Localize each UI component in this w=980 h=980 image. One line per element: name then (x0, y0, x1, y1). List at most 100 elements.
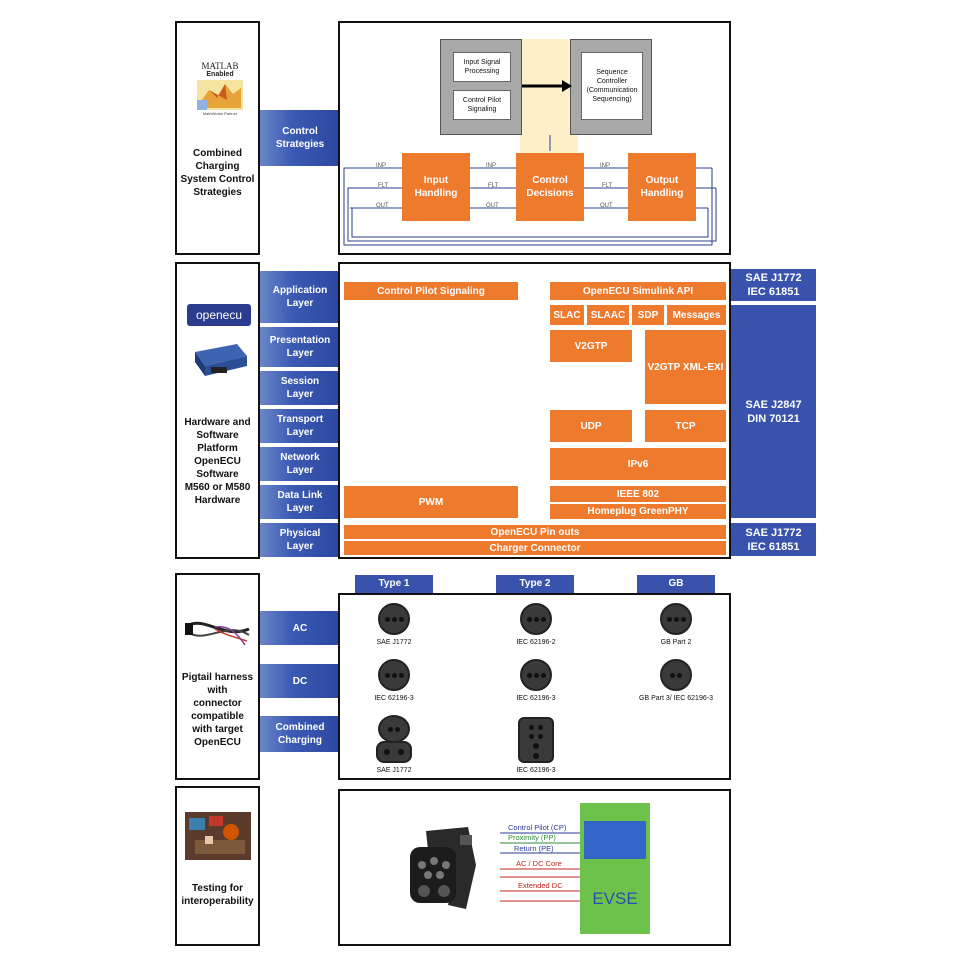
charger-connector-block: Charger Connector (344, 541, 726, 555)
inp-label-3: INP (600, 163, 611, 169)
simulink-api-block: OpenECU Simulink API (550, 282, 726, 300)
connector-panel: SAE J1772 IEC 62196-2 GB Part 2 IEC 6219… (338, 593, 731, 780)
control-strategies-tab: Control Strategies (260, 110, 340, 166)
matlab-logo-line3: MathWorks Partner (202, 111, 238, 116)
evse-controller-block (584, 821, 646, 859)
openecu-logo-text: openecu (195, 308, 243, 322)
control-decisions-block: Control Decisions (516, 153, 584, 221)
matlab-logo-line1: MATLAB (201, 61, 239, 71)
output-handling-block: Output Handling (628, 153, 696, 221)
udp-block: UDP (550, 410, 632, 442)
control-pilot-signaling-block: Control Pilot Signaling (344, 282, 518, 300)
inp-label-2: INP (486, 163, 497, 169)
flt-label-2: FLT (488, 183, 499, 189)
connector-label-8: IEC 62196-3 (516, 767, 556, 774)
evse-label: EVSE (592, 889, 638, 908)
iec-62196-3-type1-dc-icon (378, 659, 410, 691)
pin-outs-block: OpenECU Pin outs (344, 525, 726, 539)
gb-header: GB (637, 575, 715, 593)
connector-label-2: IEC 62196-2 (516, 639, 556, 646)
inp-label-1: INP (376, 163, 387, 169)
layer-transport: Transport Layer (260, 409, 340, 443)
layer-application: Application Layer (260, 271, 340, 323)
type-2-header: Type 2 (496, 575, 574, 593)
standard-sae-j2847: SAE J2847 DIN 70121 (731, 305, 816, 518)
matlab-panel: MATLAB Enabled MathWorks Partner Combine… (175, 21, 260, 255)
connector-label-3: GB Part 2 (660, 639, 692, 646)
sequence-controller-box: Sequence Controller (Communication Seque… (581, 52, 643, 120)
flow-lines (343, 135, 717, 246)
section2-caption: Hardware and Software Platform OpenECU S… (184, 417, 251, 506)
gb-part-3-icon (660, 659, 692, 691)
processing-group: Input Signal Processing Control Pilot Si… (440, 39, 522, 135)
v2gtp-xml-exi-block: V2GTP XML-EXI (645, 330, 726, 404)
wire-ac-dc-core: AC / DC Core (516, 859, 562, 868)
interoperability-panel: Control Pilot (CP) Proximity (PP) Return… (338, 789, 731, 946)
out-label-3: OUT (600, 203, 613, 209)
tcp-block: TCP (645, 410, 726, 442)
input-handling-block: Input Handling (402, 153, 470, 221)
ccs-connector-icon (410, 827, 476, 909)
flt-label-3: FLT (602, 183, 613, 189)
wire-return: Return (PE) (514, 844, 554, 853)
section4-caption: Testing for interoperability (181, 883, 254, 907)
v2gtp-block: V2GTP (550, 330, 632, 362)
matlab-logo-line2: Enabled (206, 71, 234, 78)
sequence-arrow (522, 80, 572, 92)
slaac-block: SLAAC (587, 305, 629, 325)
matlab-membrane-icon (197, 80, 243, 110)
openecu-logo: openecu (187, 304, 251, 326)
layer-session: Session Layer (260, 371, 340, 405)
lab-photo-icon (185, 812, 251, 860)
section1-caption: Combined Charging System Control Strateg… (180, 148, 255, 198)
evse-box: EVSE (580, 803, 650, 934)
layer-data-link: Data Link Layer (260, 485, 340, 519)
connector-label-7: SAE J1772 (376, 767, 412, 774)
sequence-group: Sequence Controller (Communication Seque… (570, 39, 652, 135)
connector-label-4: IEC 62196-3 (374, 695, 414, 702)
wire-control-pilot: Control Pilot (CP) (508, 823, 567, 832)
ieee-802-block: IEEE 802 (550, 486, 726, 502)
connector-label-6: GB Part 3/ IEC 62196-3 (639, 695, 713, 702)
matlab-logo: MATLAB Enabled MathWorks Partner (195, 61, 245, 119)
out-label-2: OUT (486, 203, 499, 209)
wire-extended-dc: Extended DC (518, 881, 563, 890)
signal-wires (500, 832, 580, 902)
input-signal-processing-box: Input Signal Processing (453, 52, 511, 82)
combo-type1-icon (376, 715, 412, 765)
combo-type2-icon (518, 717, 554, 763)
out-label-1: OUT (376, 203, 389, 209)
row-combined-charging: Combined Charging (260, 716, 340, 752)
iec-62196-3-type2-dc-icon (520, 659, 552, 691)
layer-network: Network Layer (260, 447, 340, 481)
connector-label-1: SAE J1772 (376, 639, 412, 646)
sdp-block: SDP (632, 305, 664, 325)
standard-sae-j1772-bottom: SAE J1772 IEC 61851 (731, 523, 816, 556)
testing-panel: Testing for interoperability (175, 786, 260, 946)
sae-j1772-ac-icon (378, 603, 410, 635)
pigtail-panel: Pigtail harness with connector compatibl… (175, 573, 260, 780)
layer-presentation: Presentation Layer (260, 327, 340, 367)
row-dc: DC (260, 664, 340, 698)
messages-block: Messages (667, 305, 726, 325)
pigtail-harness-icon (185, 621, 250, 646)
type-1-header: Type 1 (355, 575, 433, 593)
ipv6-block: IPv6 (550, 448, 726, 480)
homeplug-block: Homeplug GreenPHY (550, 504, 726, 519)
iec-62196-2-icon (520, 603, 552, 635)
connector-label-5: IEC 62196-3 (516, 695, 556, 702)
section3-caption: Pigtail harness with connector compatibl… (181, 672, 254, 748)
control-strategies-panel: Input Signal Processing Control Pilot Si… (338, 21, 731, 255)
gb-part-2-icon (660, 603, 692, 635)
pwm-block: PWM (344, 486, 518, 518)
control-pilot-signaling-box: Control Pilot Signaling (453, 90, 511, 120)
wire-proximity: Proximity (PP) (508, 833, 556, 842)
row-ac: AC (260, 611, 340, 645)
flt-label-1: FLT (378, 183, 389, 189)
protocol-stack-panel: Control Pilot Signaling OpenECU Simulink… (338, 262, 731, 559)
slac-block: SLAC (550, 305, 584, 325)
layer-physical: Physical Layer (260, 523, 340, 557)
ecu-hardware-icon (195, 344, 247, 376)
openecu-panel: openecu Hardware and Software Platform O… (175, 262, 260, 559)
standard-sae-j1772-top: SAE J1772 IEC 61851 (731, 269, 816, 301)
